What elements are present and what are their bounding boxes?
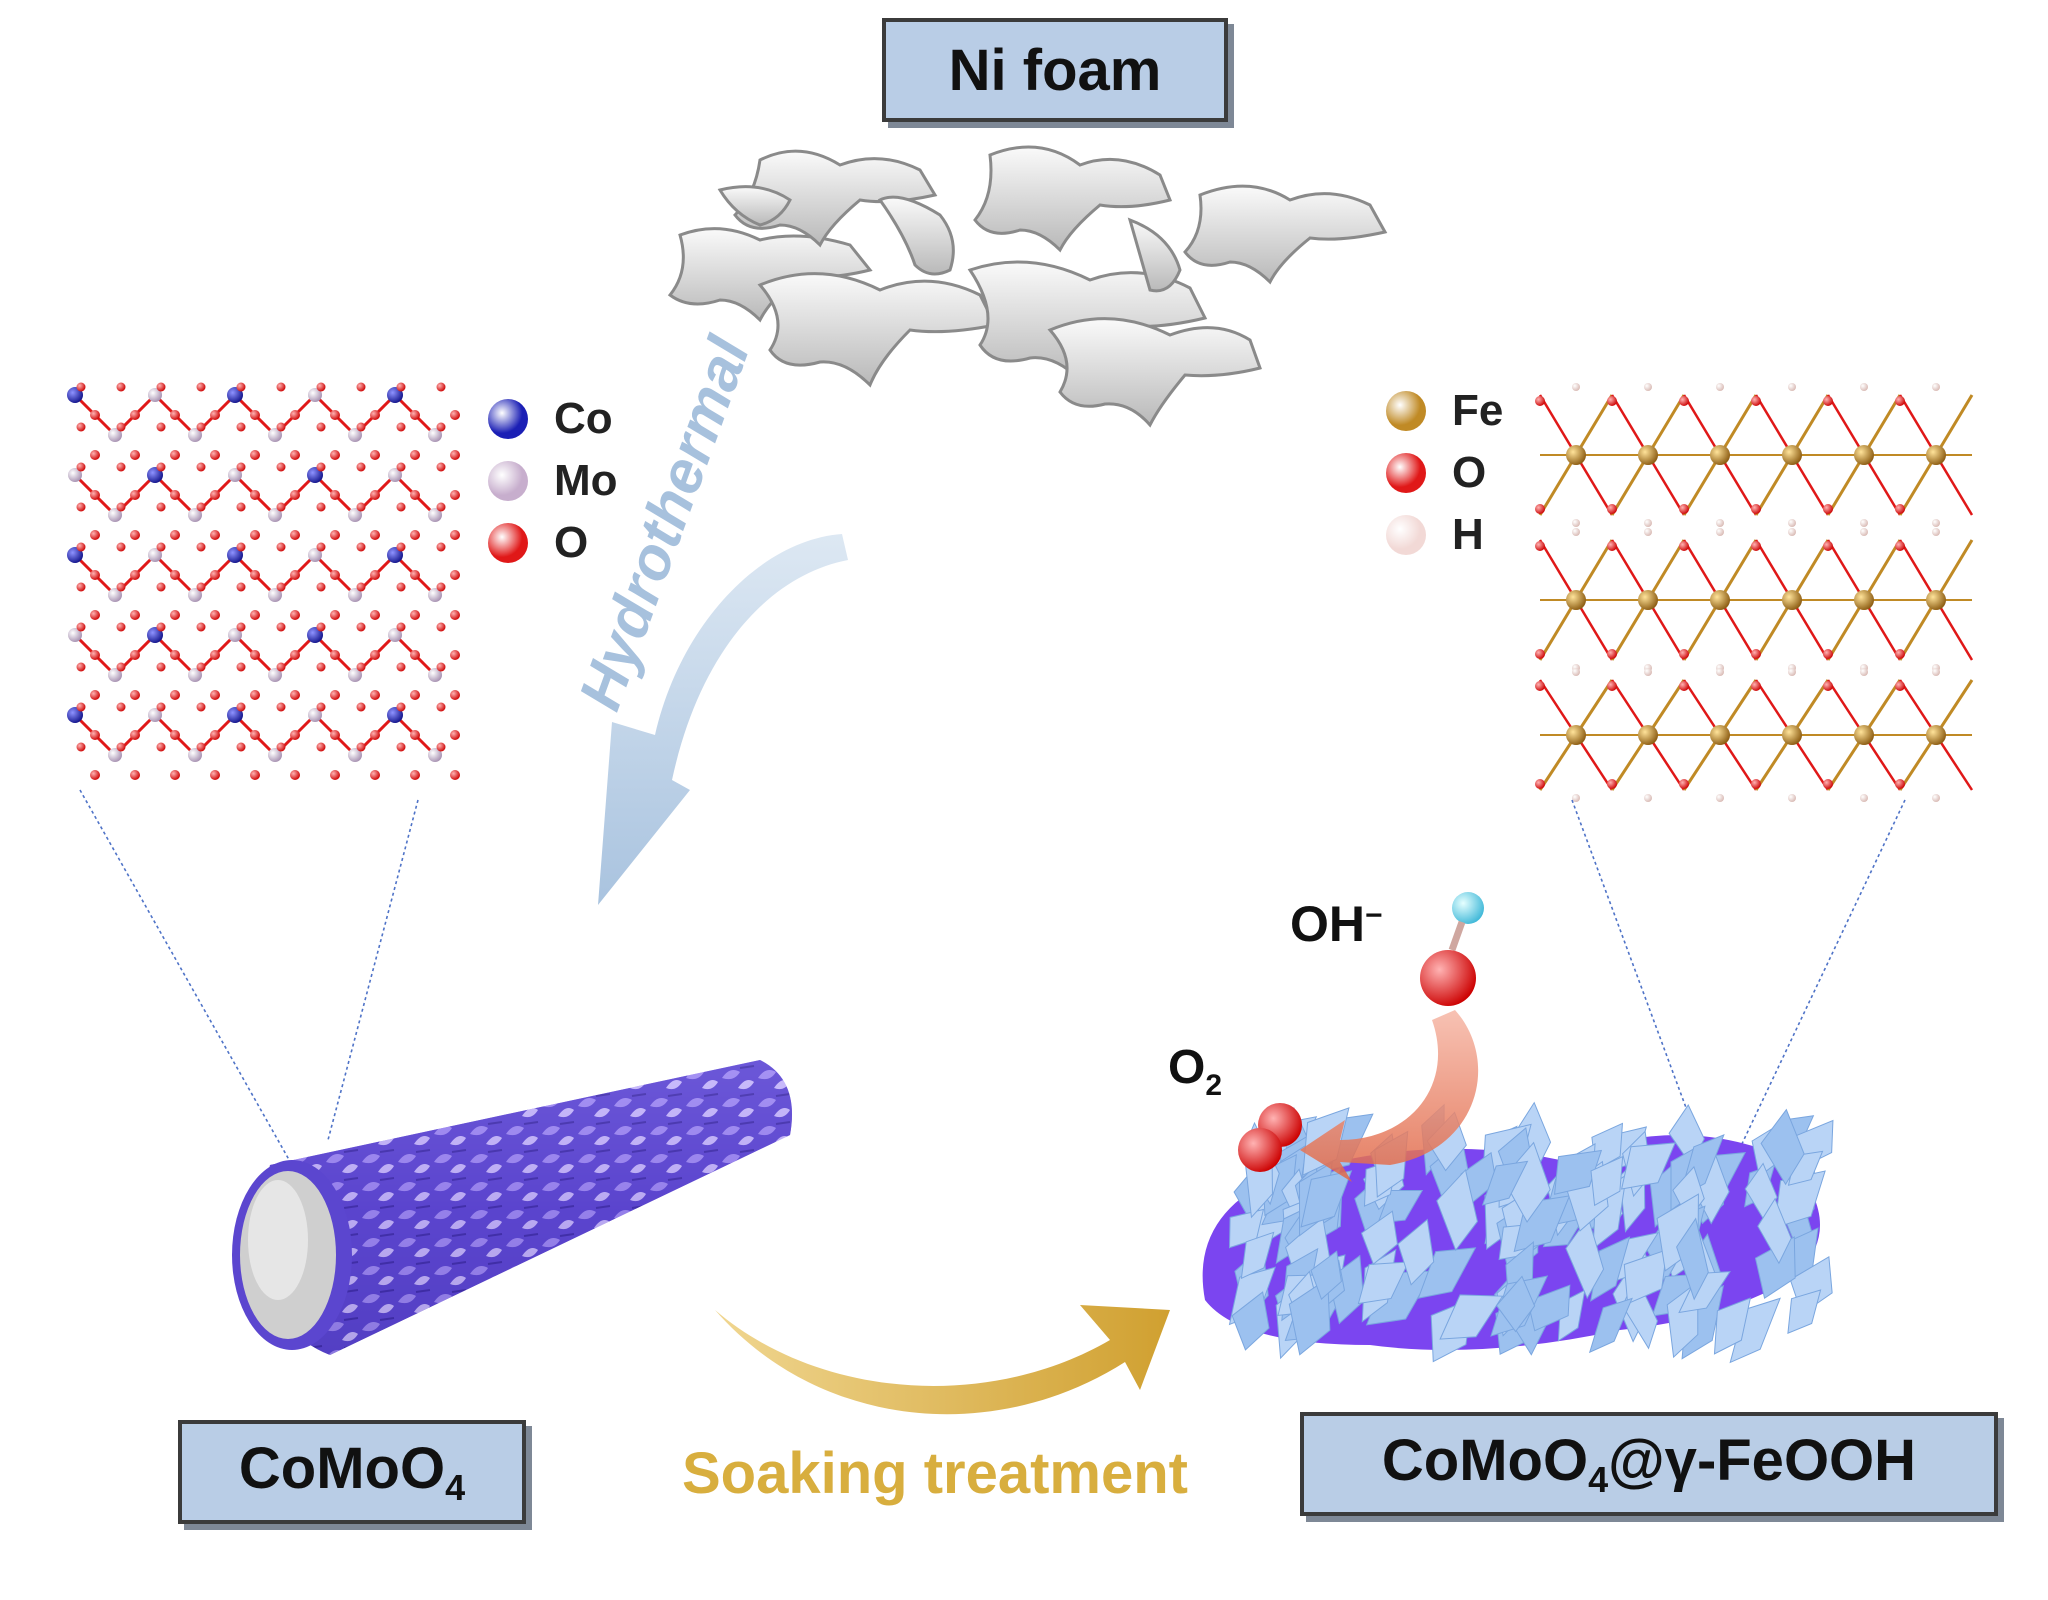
legend-item-fe: Fe [1386, 380, 1503, 442]
o2-label: O2 [1168, 1041, 1223, 1102]
hydroxide-label: OH− [1290, 896, 1383, 952]
ni-foam-text: Ni foam [948, 37, 1162, 103]
soaking-arrow [715, 1305, 1170, 1415]
o-atom-icon [1386, 453, 1426, 493]
comoo4-legend: Co Mo O [488, 388, 618, 574]
co-atom-icon [488, 399, 528, 439]
legend-item-mo: Mo [488, 450, 618, 512]
legend-item-h: H [1386, 504, 1503, 566]
ni-foam-structure [667, 145, 1388, 428]
legend-item-co: Co [488, 388, 618, 450]
comoo4-nanorod [232, 1060, 792, 1355]
legend-item-o-right: O [1386, 442, 1503, 504]
feooh-substrate [1202, 1101, 1834, 1364]
h-atom-icon [1386, 515, 1426, 555]
soaking-label: Soaking treatment [682, 1441, 1188, 1506]
comoo4-label: CoMoO4 [178, 1420, 526, 1524]
comoo4-text: CoMoO4 [238, 1436, 466, 1508]
feooh-crystal-lattice [1535, 383, 1974, 802]
mo-atom-icon [488, 461, 528, 501]
zoom-guide-lines [79, 789, 1906, 1166]
product-label: CoMoO4@γ-FeOOH [1300, 1412, 1998, 1516]
hydrogen-atom [1452, 892, 1484, 924]
reaction-arrow [1300, 1010, 1479, 1182]
legend-item-o: O [488, 512, 618, 574]
feooh-nanoflakes [1228, 1101, 1834, 1364]
hydrothermal-arrow [598, 534, 848, 905]
o-atom-icon [488, 523, 528, 563]
feooh-legend: Fe O H [1386, 380, 1503, 566]
product-text: CoMoO4@γ-FeOOH [1381, 1428, 1917, 1500]
comoo4-crystal-lattice [67, 382, 460, 780]
oxygen-atom-hydroxide [1420, 950, 1476, 1006]
ni-foam-label: Ni foam [882, 18, 1228, 122]
fe-atom-icon [1386, 391, 1426, 431]
oxygen-atom-o2-b [1238, 1128, 1282, 1172]
oer-reaction [1238, 892, 1484, 1182]
